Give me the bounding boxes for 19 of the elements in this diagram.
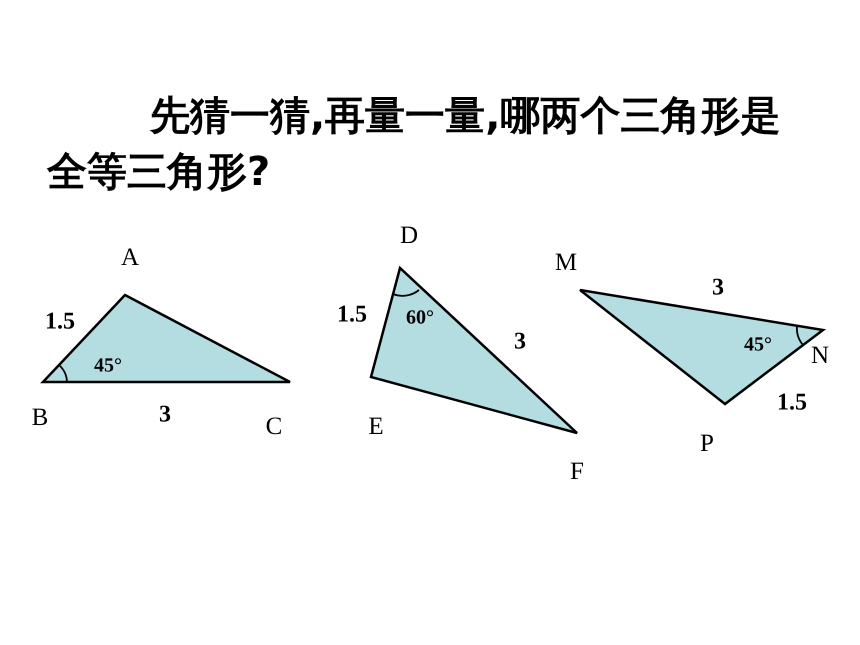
vertex-label: B [32, 404, 48, 432]
vertex-label: M [554, 249, 578, 277]
vertex-label: D [400, 222, 418, 250]
vertex-label: A [120, 244, 140, 272]
question-text: 先猜一猜,再量一量,哪两个三角形是全等三角形? [47, 92, 782, 197]
side-length-label: 3 [712, 274, 724, 302]
side-length-label: 3 [159, 402, 171, 428]
vertex-label: N [810, 342, 830, 370]
vertex-label: E [368, 413, 384, 441]
side-length-label: 1.5 [777, 390, 807, 416]
vertex-label: F [570, 458, 584, 486]
vertex-label: C [266, 413, 282, 441]
angle-label: 60° [406, 306, 434, 330]
vertex-label: P [700, 430, 714, 458]
side-length-label: 1.5 [337, 302, 367, 328]
angle-label: 45° [744, 334, 772, 356]
side-length-label: 3 [514, 328, 526, 356]
angle-label: 45° [94, 354, 122, 378]
side-length-label: 1.5 [45, 308, 75, 336]
